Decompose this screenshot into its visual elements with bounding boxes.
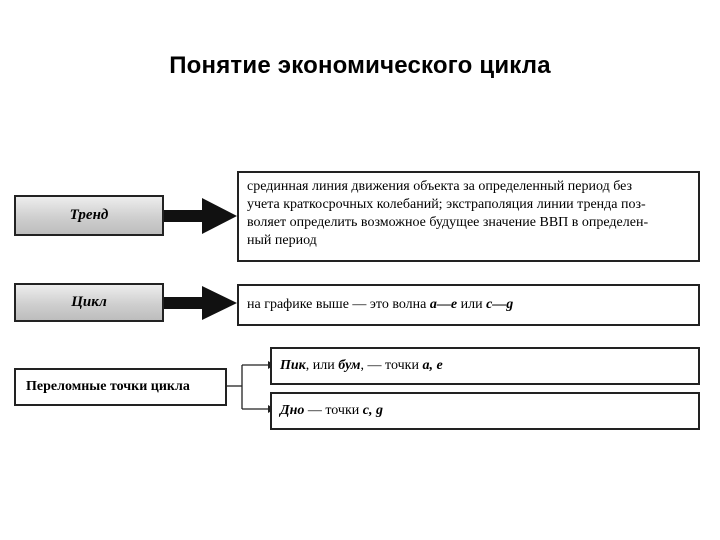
- trend-box: Тренд: [14, 195, 164, 236]
- trend-text-line: воляет определить возможное будущее знач…: [247, 215, 649, 230]
- page-title: Понятие экономического цикла: [169, 52, 551, 79]
- cycle-label: Цикл: [71, 294, 107, 310]
- branch-connector: [226, 361, 275, 413]
- trend-text-line: ный период: [247, 233, 317, 248]
- cycle-box: Цикл: [14, 283, 164, 322]
- cycle-text: на графике выше — это волна а—е или с—g: [247, 297, 514, 312]
- trough-text: Дно — точки с, g: [280, 403, 383, 418]
- peak-box: Пик, или бум, — точки а, е: [270, 347, 700, 385]
- cycle-arrow: [164, 286, 237, 320]
- trend-label: Тренд: [69, 207, 109, 223]
- turning-points-label: Переломные точки цикла: [26, 379, 190, 394]
- trend-definition-box: срединная линия движения объекта за опре…: [237, 171, 700, 262]
- cycle-definition-box: на графике выше — это волна а—е или с—g: [237, 284, 700, 326]
- trend-arrow: [164, 198, 237, 234]
- peak-text: Пик, или бум, — точки а, е: [280, 358, 443, 373]
- trough-box: Дно — точки с, g: [270, 392, 700, 430]
- trend-text-line: учета краткосрочных колебаний; экстрапол…: [247, 197, 646, 212]
- trend-text-line: срединная линия движения объекта за опре…: [247, 179, 633, 194]
- turning-points-box: Переломные точки цикла: [14, 368, 227, 406]
